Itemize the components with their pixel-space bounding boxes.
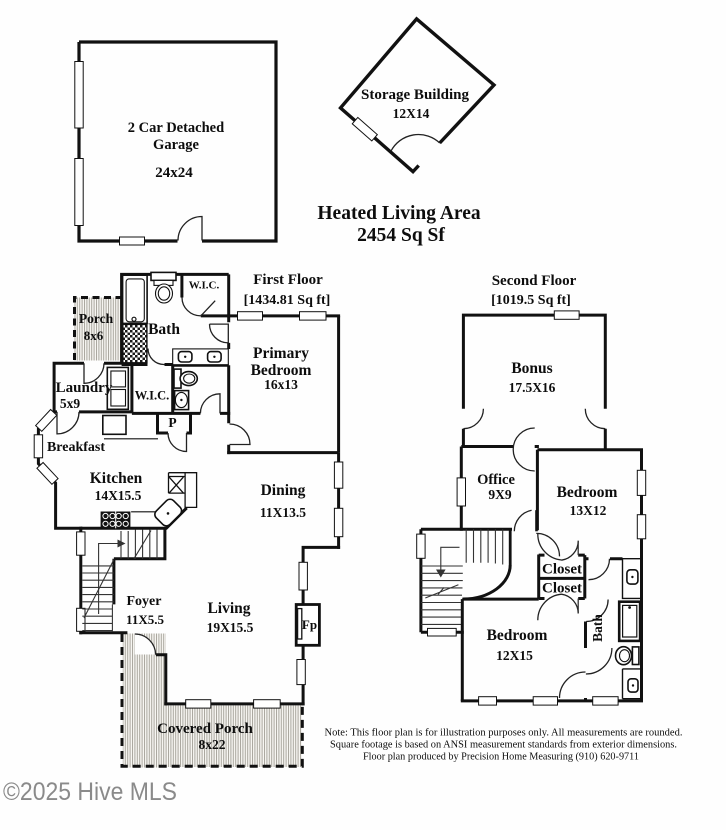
svg-text:11X13.5: 11X13.5 <box>260 505 306 520</box>
svg-text:P: P <box>168 415 176 430</box>
svg-text:5x9: 5x9 <box>60 396 81 411</box>
svg-text:First Floor: First Floor <box>253 272 323 288</box>
svg-text:[1434.81 Sq ft]: [1434.81 Sq ft] <box>244 293 331 308</box>
svg-text:Kitchen: Kitchen <box>90 470 143 487</box>
svg-text:Closet: Closet <box>542 562 582 578</box>
svg-text:Bedroom: Bedroom <box>251 362 312 379</box>
svg-text:W.I.C.: W.I.C. <box>189 280 220 292</box>
svg-text:Foyer: Foyer <box>127 594 162 609</box>
svg-text:Garage: Garage <box>153 137 199 153</box>
svg-text:2 Car Detached: 2 Car Detached <box>128 120 224 136</box>
svg-text:Bath: Bath <box>148 321 180 338</box>
svg-text:Bedroom: Bedroom <box>487 627 548 644</box>
svg-text:©2025 Hive MLS: ©2025 Hive MLS <box>3 778 177 806</box>
svg-text:8x6: 8x6 <box>84 328 104 343</box>
svg-text:Living: Living <box>207 600 250 617</box>
svg-text:Square footage is based on ANS: Square footage is based on ANSI measurem… <box>330 739 677 751</box>
svg-text:13X12: 13X12 <box>570 503 607 518</box>
svg-text:[1019.5 Sq ft]: [1019.5 Sq ft] <box>491 293 571 308</box>
svg-text:16x13: 16x13 <box>264 377 298 392</box>
svg-text:19X15.5: 19X15.5 <box>207 620 254 635</box>
svg-text:Bath: Bath <box>590 614 605 642</box>
svg-text:Note: This floor plan is for i: Note: This floor plan is for illustratio… <box>325 727 683 739</box>
svg-text:8x22: 8x22 <box>199 737 226 752</box>
svg-text:Bedroom: Bedroom <box>557 484 618 501</box>
svg-text:Covered Porch: Covered Porch <box>157 721 253 737</box>
svg-text:Floor plan produced by Precisi: Floor plan produced by Precision Home Me… <box>363 751 639 763</box>
svg-text:Breakfast: Breakfast <box>47 440 105 455</box>
svg-text:Second Floor: Second Floor <box>492 273 577 289</box>
svg-text:9X9: 9X9 <box>488 487 511 502</box>
svg-text:12X14: 12X14 <box>393 106 430 121</box>
svg-text:Office: Office <box>477 472 515 488</box>
svg-text:W.I.C.: W.I.C. <box>135 389 170 403</box>
svg-text:Primary: Primary <box>253 345 309 362</box>
svg-text:12X15: 12X15 <box>496 648 533 663</box>
svg-text:Closet: Closet <box>542 581 582 597</box>
svg-text:Storage Building: Storage Building <box>361 87 469 103</box>
svg-text:Fp: Fp <box>302 617 317 632</box>
svg-text:14X15.5: 14X15.5 <box>95 488 142 503</box>
svg-text:Laundry: Laundry <box>56 380 113 396</box>
svg-text:2454 Sq Sf: 2454 Sq Sf <box>357 225 445 246</box>
svg-text:Bonus: Bonus <box>511 360 552 377</box>
svg-text:11X5.5: 11X5.5 <box>126 612 164 627</box>
svg-text:Dining: Dining <box>261 482 306 499</box>
svg-text:Porch: Porch <box>79 311 114 326</box>
svg-text:17.5X16: 17.5X16 <box>509 380 556 395</box>
svg-text:Heated Living Area: Heated Living Area <box>317 203 480 224</box>
svg-text:24x24: 24x24 <box>155 165 193 181</box>
